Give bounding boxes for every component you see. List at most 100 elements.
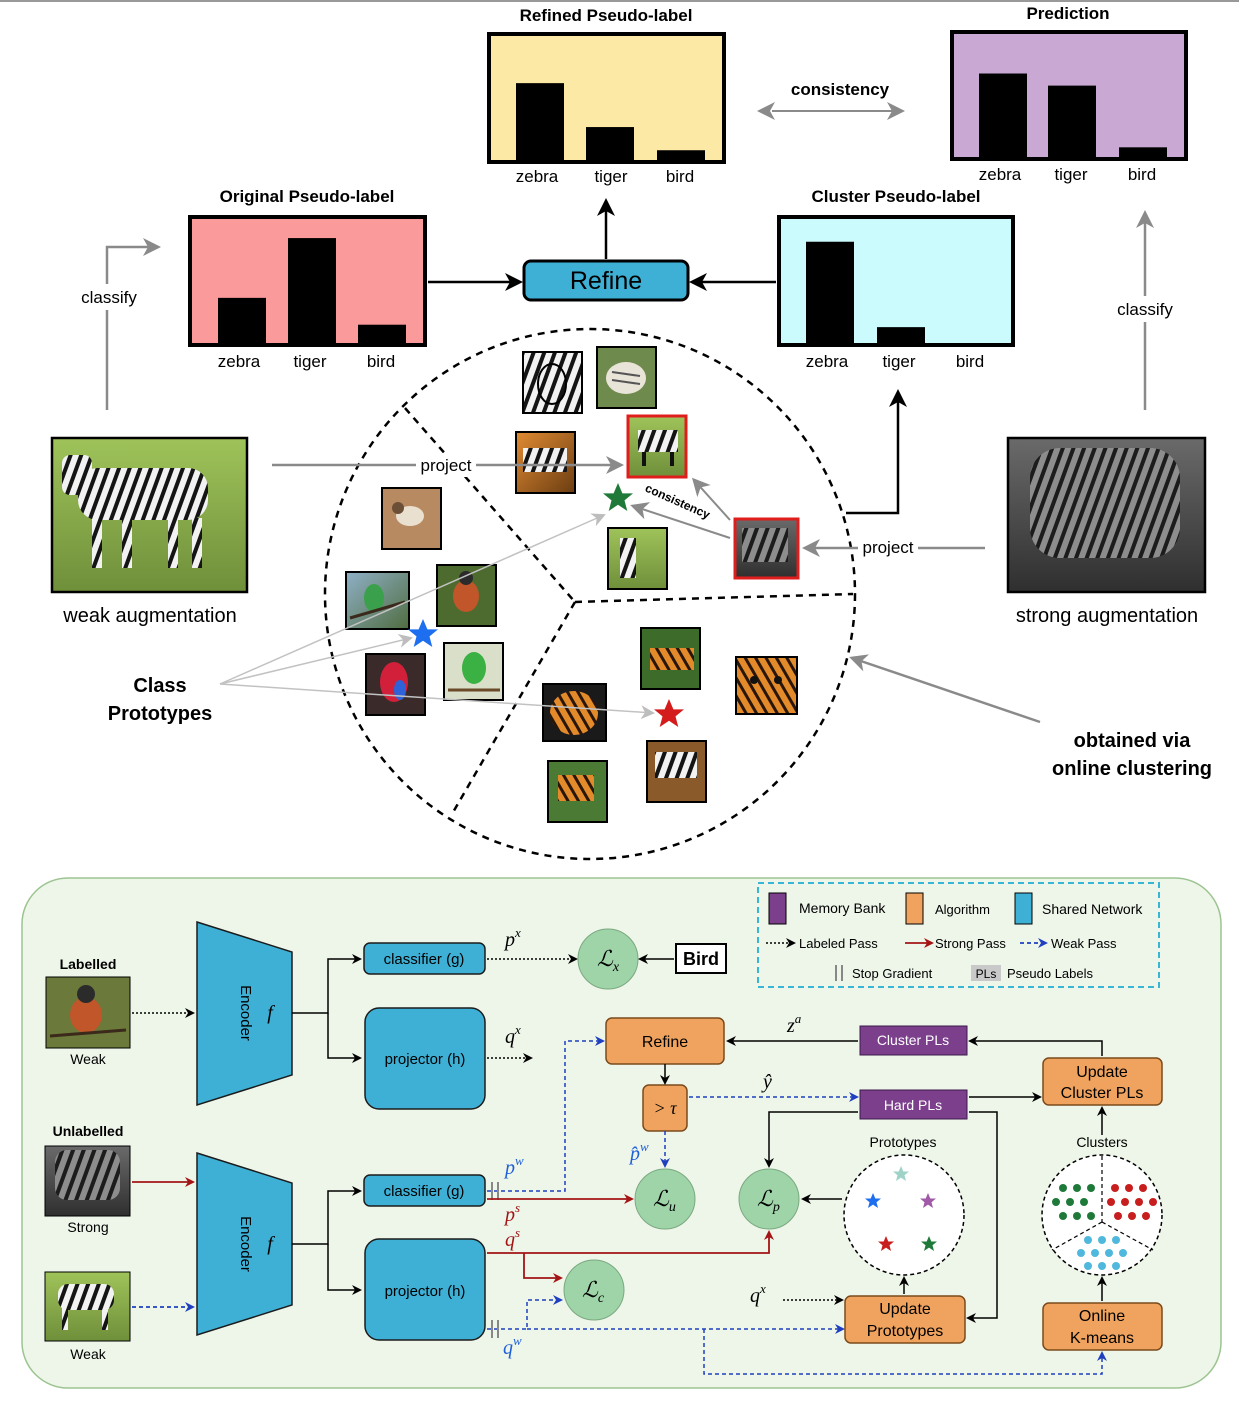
partition-line-3 <box>450 601 577 815</box>
legend-pls-badge-bg <box>971 965 1001 981</box>
red-dot-1 <box>1125 1184 1133 1192</box>
branch-unlabelled-proj <box>327 1244 362 1295</box>
bird-label-box <box>675 943 727 974</box>
red-dot-3 <box>1107 1198 1115 1206</box>
blue-dot-2 <box>1112 1236 1120 1244</box>
green-dot-6 <box>1059 1212 1067 1220</box>
green-dot-0 <box>1059 1184 1067 1192</box>
labelled-bird-image <box>45 976 131 1049</box>
legend-labeled-pass: Labeled Pass <box>799 936 878 951</box>
arrow-qs-to-lc <box>523 1253 563 1283</box>
threshold-label: > τ <box>653 1098 677 1118</box>
svg-text:ℒu: ℒu <box>653 1186 676 1215</box>
arrow-update-to-clusterpls <box>968 1036 1103 1056</box>
refined-cat-bird: bird <box>666 167 694 186</box>
embedding-space <box>323 327 857 861</box>
original-cat-zebra: zebra <box>218 352 261 371</box>
class-prototypes-line2: Prototypes <box>108 703 212 725</box>
prediction-chart: Prediction zebra tiger bird <box>950 4 1188 184</box>
loss-lu: ℒu <box>634 1168 696 1230</box>
labelled-title: Labelled <box>60 956 117 972</box>
math-pw: pw <box>503 1153 524 1179</box>
original-bars <box>218 238 406 343</box>
math-yhat: ŷ <box>761 1071 772 1093</box>
original-title: Original Pseudo-label <box>220 187 395 206</box>
inner-consistency-label: consistency <box>643 481 712 522</box>
refine-algorithm: Refine <box>605 1017 725 1065</box>
legend-frame <box>757 882 1160 988</box>
unlabelled-weak-image <box>44 1271 131 1342</box>
arrow-hardpls-to-update-prototypes <box>966 1111 998 1323</box>
prediction-bar-bird <box>1119 147 1167 157</box>
online-clustering-line2: online clustering <box>1052 758 1212 780</box>
refine-box[interactable] <box>522 259 690 302</box>
prototype-star-small-red <box>878 1236 894 1251</box>
projector-labelled: projector (h) <box>364 1007 486 1110</box>
original-cat-tiger: tiger <box>293 352 326 371</box>
red-dot-7 <box>1114 1212 1122 1220</box>
arrow-qw-to-lc <box>487 1295 563 1330</box>
green-dot-3 <box>1052 1198 1060 1206</box>
classifier-labelled: classifier (g) <box>363 942 486 975</box>
legend-pls-badge: PLs <box>976 967 997 981</box>
blue-dot-7 <box>1084 1262 1092 1270</box>
classify-right-label: classify <box>1117 300 1173 319</box>
refine-block: Refine <box>428 198 776 302</box>
cluster-dots-blue <box>1077 1236 1127 1270</box>
green-dot-4 <box>1066 1198 1074 1206</box>
math-ps: ps <box>503 1200 520 1226</box>
thumbnail-zebra-sketch <box>522 351 583 414</box>
consistency-arrow-b <box>630 502 731 539</box>
prediction-cat-zebra: zebra <box>979 165 1022 184</box>
clusters-label: Clusters <box>1076 1134 1127 1150</box>
legend-memory-bank: Memory Bank <box>799 900 886 916</box>
weak-augmentation-image <box>50 436 249 594</box>
thumbnail-zebra-strong-red-frame <box>733 517 800 580</box>
update-cluster-pls: Update Cluster PLs <box>1042 1057 1163 1106</box>
original-cat-bird: bird <box>367 352 395 371</box>
refine-algorithm-label: Refine <box>642 1034 688 1051</box>
online-kmeans: Online K-means <box>1042 1302 1163 1351</box>
loss-lx: ℒx <box>577 928 639 990</box>
thumbnail-bird-green-parrot <box>443 642 504 701</box>
refined-cat-tiger: tiger <box>594 167 627 186</box>
arrow-qs-to-lp <box>487 1230 774 1254</box>
branch-labelled <box>292 954 362 1014</box>
original-bar-zebra <box>218 297 266 343</box>
arrow-hardpls-to-lp <box>764 1111 858 1168</box>
blue-dot-1 <box>1098 1236 1106 1244</box>
red-dot-8 <box>1128 1212 1136 1220</box>
thumbnail-zebras-dirt <box>646 740 707 803</box>
bird-label: Bird <box>683 949 719 969</box>
legend-memory-bank-swatch <box>768 892 787 925</box>
encoder-unlabelled-label: Encoder <box>237 1216 254 1272</box>
prototype-star-red <box>654 699 684 727</box>
branch-labelled-proj <box>327 1013 362 1063</box>
loss-lc: ℒc <box>563 1259 625 1321</box>
legend-shared-network: Shared Network <box>1042 901 1143 917</box>
legend: Memory Bank Algorithm Shared Network Lab… <box>757 882 1160 988</box>
math-pw-hat: p̂w <box>628 1139 649 1165</box>
prediction-bars <box>979 73 1167 157</box>
strong-aug-caption: strong augmentation <box>1016 605 1198 627</box>
blue-dot-8 <box>1098 1262 1106 1270</box>
thumbnail-bird-red-parrot <box>365 653 426 716</box>
classifier-labelled-label: classifier (g) <box>384 951 465 968</box>
update-cluster-pls-line2: Cluster PLs <box>1061 1085 1144 1102</box>
refined-bar-bird <box>657 150 705 160</box>
prediction-cat-bird: bird <box>1128 165 1156 184</box>
legend-pseudo-labels: Pseudo Labels <box>1007 966 1094 981</box>
red-dot-5 <box>1135 1198 1143 1206</box>
unlabelled-weak: Weak <box>70 1346 107 1362</box>
refined-title: Refined Pseudo-label <box>520 6 693 25</box>
math-qx: qx <box>505 1022 521 1048</box>
refined-bar-zebra <box>516 83 564 160</box>
green-dot-8 <box>1087 1212 1095 1220</box>
cluster-pseudo-label-chart: Cluster Pseudo-label zebra tiger bird <box>777 187 1015 371</box>
project-right-label: project <box>862 538 913 557</box>
hard-pls-label: Hard PLs <box>884 1097 942 1113</box>
red-dot-6 <box>1149 1198 1157 1206</box>
hard-pls: Hard PLs <box>859 1089 968 1120</box>
labelled-weak: Weak <box>70 1051 107 1067</box>
